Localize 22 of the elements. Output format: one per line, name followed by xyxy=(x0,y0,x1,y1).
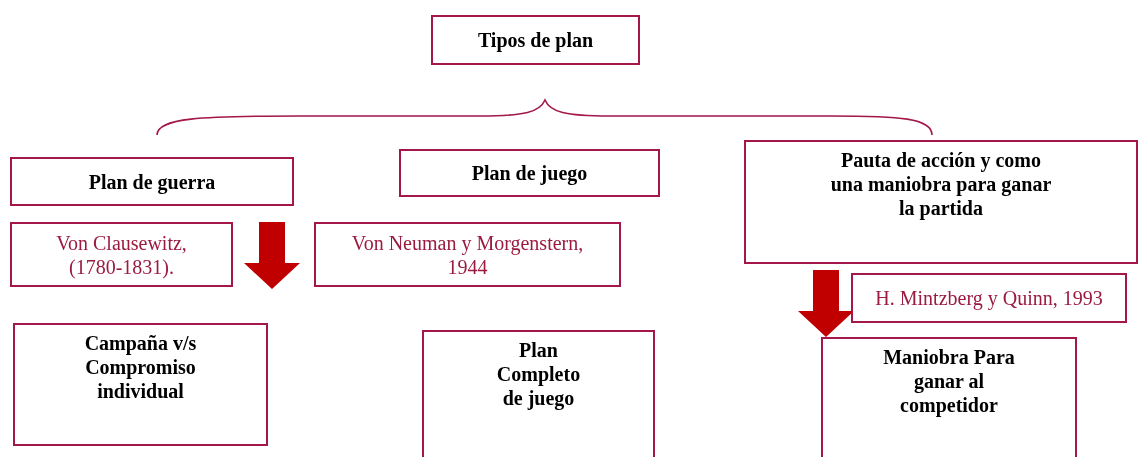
concept-text: Plan de guerra xyxy=(88,169,216,194)
source-text: H. Mintzberg y Quinn, 1993 xyxy=(875,286,1103,310)
concept-box xyxy=(422,330,655,457)
block-arrow xyxy=(244,222,300,289)
concept-box xyxy=(10,157,294,206)
source-box xyxy=(10,222,233,287)
source-box xyxy=(851,273,1127,323)
source-text: Von Clausewitz, (1780-1831). xyxy=(55,230,188,279)
concept-box xyxy=(821,337,1077,457)
concept-text: Campaña v/s Compromiso individual xyxy=(83,331,198,403)
concept-text: Maniobra Para ganar al competidor xyxy=(882,345,1016,417)
source-text: Von Neuman y Morgenstern, 1944 xyxy=(350,230,585,279)
concept-text: Pauta de acción y como una maniobra para ganar la partida xyxy=(829,148,1053,220)
concept-box xyxy=(399,149,660,197)
concept-box xyxy=(431,15,640,65)
concept-text: Plan Completo de juego xyxy=(495,338,582,410)
concept-box xyxy=(13,323,268,446)
concept-text: Tipos de plan xyxy=(477,28,594,52)
source-box xyxy=(314,222,621,287)
concept-text: Plan de juego xyxy=(471,161,588,185)
block-arrow xyxy=(798,270,854,337)
concept-box xyxy=(744,140,1138,264)
